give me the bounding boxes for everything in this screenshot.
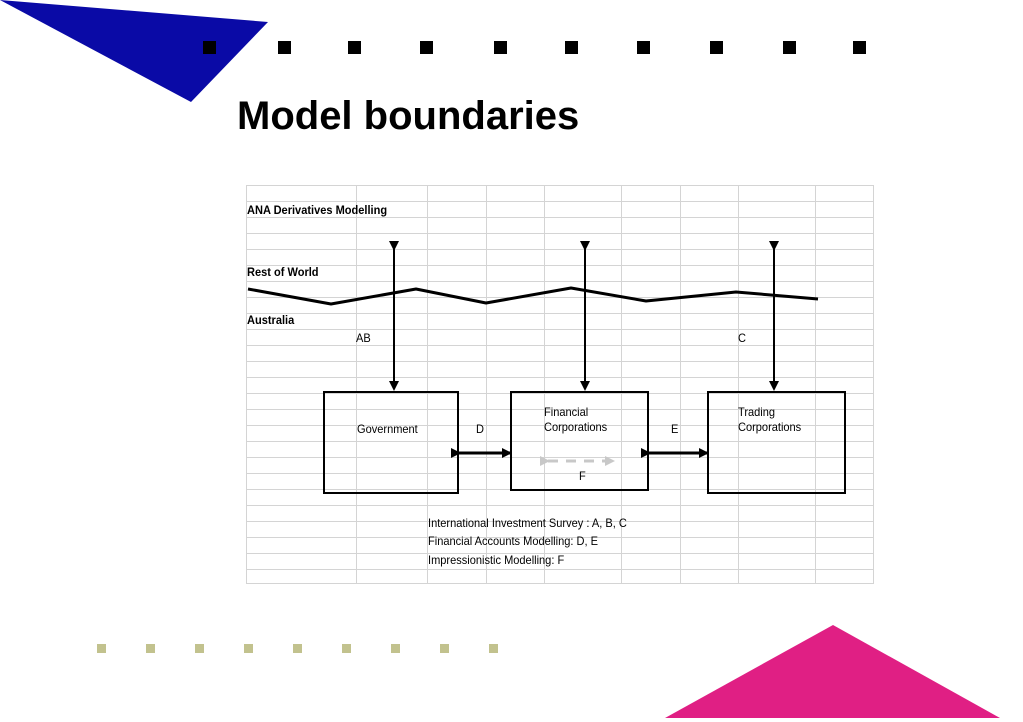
government-label: Government xyxy=(357,422,418,436)
rest-of-world-label: Rest of World xyxy=(247,265,319,279)
government-box xyxy=(323,391,459,494)
label-d: D xyxy=(476,422,484,436)
blue-triangle-decoration xyxy=(0,0,268,102)
australia-label: Australia xyxy=(247,313,295,327)
bottom-square-bullets xyxy=(97,644,498,653)
ana-derivatives-label: ANA Derivatives Modelling xyxy=(247,203,388,217)
trading-corporations-box xyxy=(707,391,846,494)
label-f: F xyxy=(579,469,586,483)
spreadsheet-grid xyxy=(246,185,874,584)
top-square-bullets xyxy=(203,41,866,54)
legend-line-2: Financial Accounts Modelling: D, E xyxy=(428,534,598,548)
label-c: C xyxy=(738,331,746,345)
financial-corporations-label: Financial Corporations xyxy=(544,405,608,434)
financial-corporations-box xyxy=(510,391,649,491)
pink-triangle-decoration xyxy=(665,625,1000,718)
label-ab: AB xyxy=(356,331,371,345)
legend-line-1: International Investment Survey : A, B, … xyxy=(428,516,627,530)
label-e: E xyxy=(671,422,679,436)
diagram-graphics xyxy=(246,185,874,584)
legend-line-3: Impressionistic Modelling: F xyxy=(428,553,565,567)
model-boundaries-diagram: ANA Derivatives Modelling Rest of World … xyxy=(246,185,874,584)
trading-corporations-label: Trading Corporations xyxy=(738,405,802,434)
slide-title: Model boundaries xyxy=(237,94,580,138)
boundary-wave-line xyxy=(247,286,819,306)
